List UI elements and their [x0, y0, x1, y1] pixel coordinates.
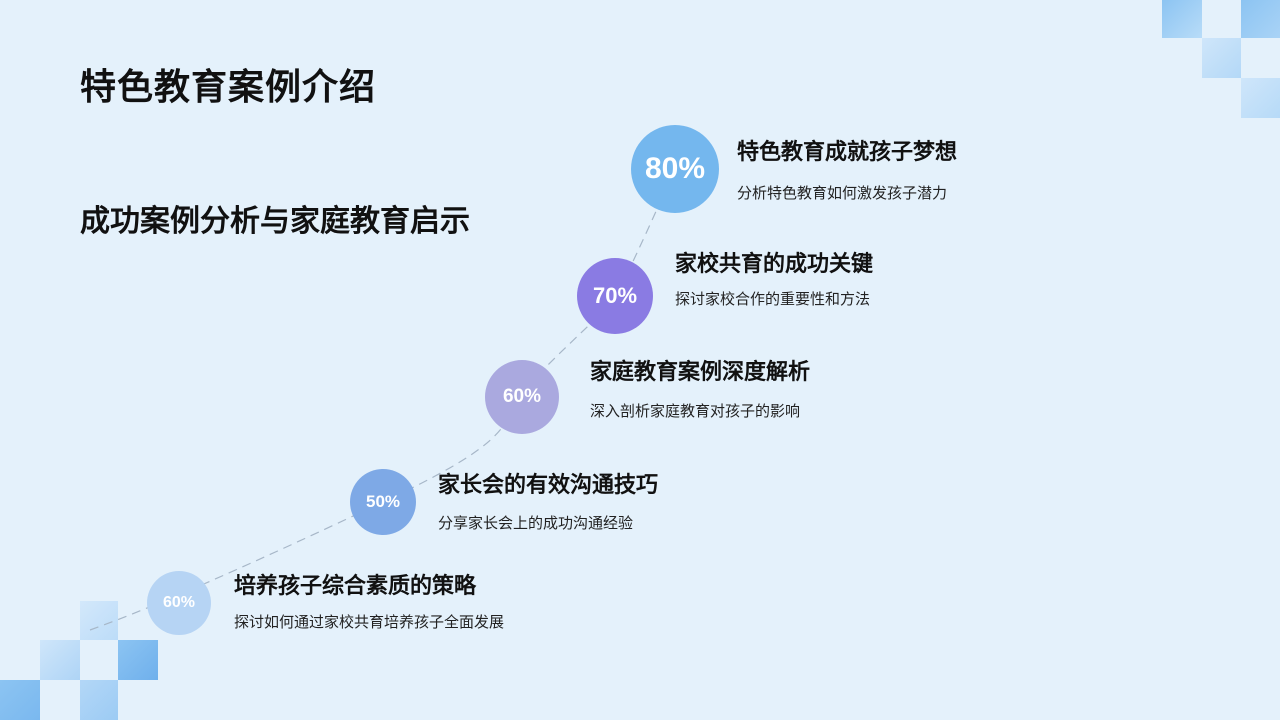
- decor-square: [1162, 0, 1202, 38]
- item-description: 深入剖析家庭教育对孩子的影响: [590, 402, 801, 420]
- decor-square: [118, 640, 158, 680]
- percent-circle: 50%: [350, 469, 416, 535]
- decor-square: [0, 680, 40, 720]
- page-title: 特色教育案例介绍: [80, 67, 377, 108]
- item-title: 特色教育成就孩子梦想: [737, 140, 958, 165]
- percent-circle: 60%: [485, 360, 559, 434]
- item-title: 家校共育的成功关键: [675, 252, 874, 277]
- decor-square: [1241, 78, 1280, 118]
- decor-square: [80, 680, 118, 720]
- item-title: 家长会的有效沟通技巧: [438, 473, 659, 498]
- item-description: 探讨如何通过家校共育培养孩子全面发展: [234, 613, 505, 631]
- item-title: 家庭教育案例深度解析: [590, 360, 811, 385]
- item-description: 分享家长会上的成功沟通经验: [438, 514, 634, 532]
- percent-circle: 80%: [631, 125, 719, 213]
- percent-circle: 60%: [147, 571, 211, 635]
- percent-circle: 70%: [577, 258, 653, 334]
- decor-square: [1241, 0, 1280, 38]
- item-description: 探讨家校合作的重要性和方法: [675, 290, 871, 308]
- decor-square: [80, 601, 118, 640]
- item-description: 分析特色教育如何激发孩子潜力: [737, 184, 948, 202]
- item-title: 培养孩子综合素质的策略: [234, 574, 477, 599]
- decor-square: [40, 640, 80, 680]
- decor-square: [1202, 38, 1241, 78]
- page-subtitle: 成功案例分析与家庭教育启示: [80, 204, 470, 239]
